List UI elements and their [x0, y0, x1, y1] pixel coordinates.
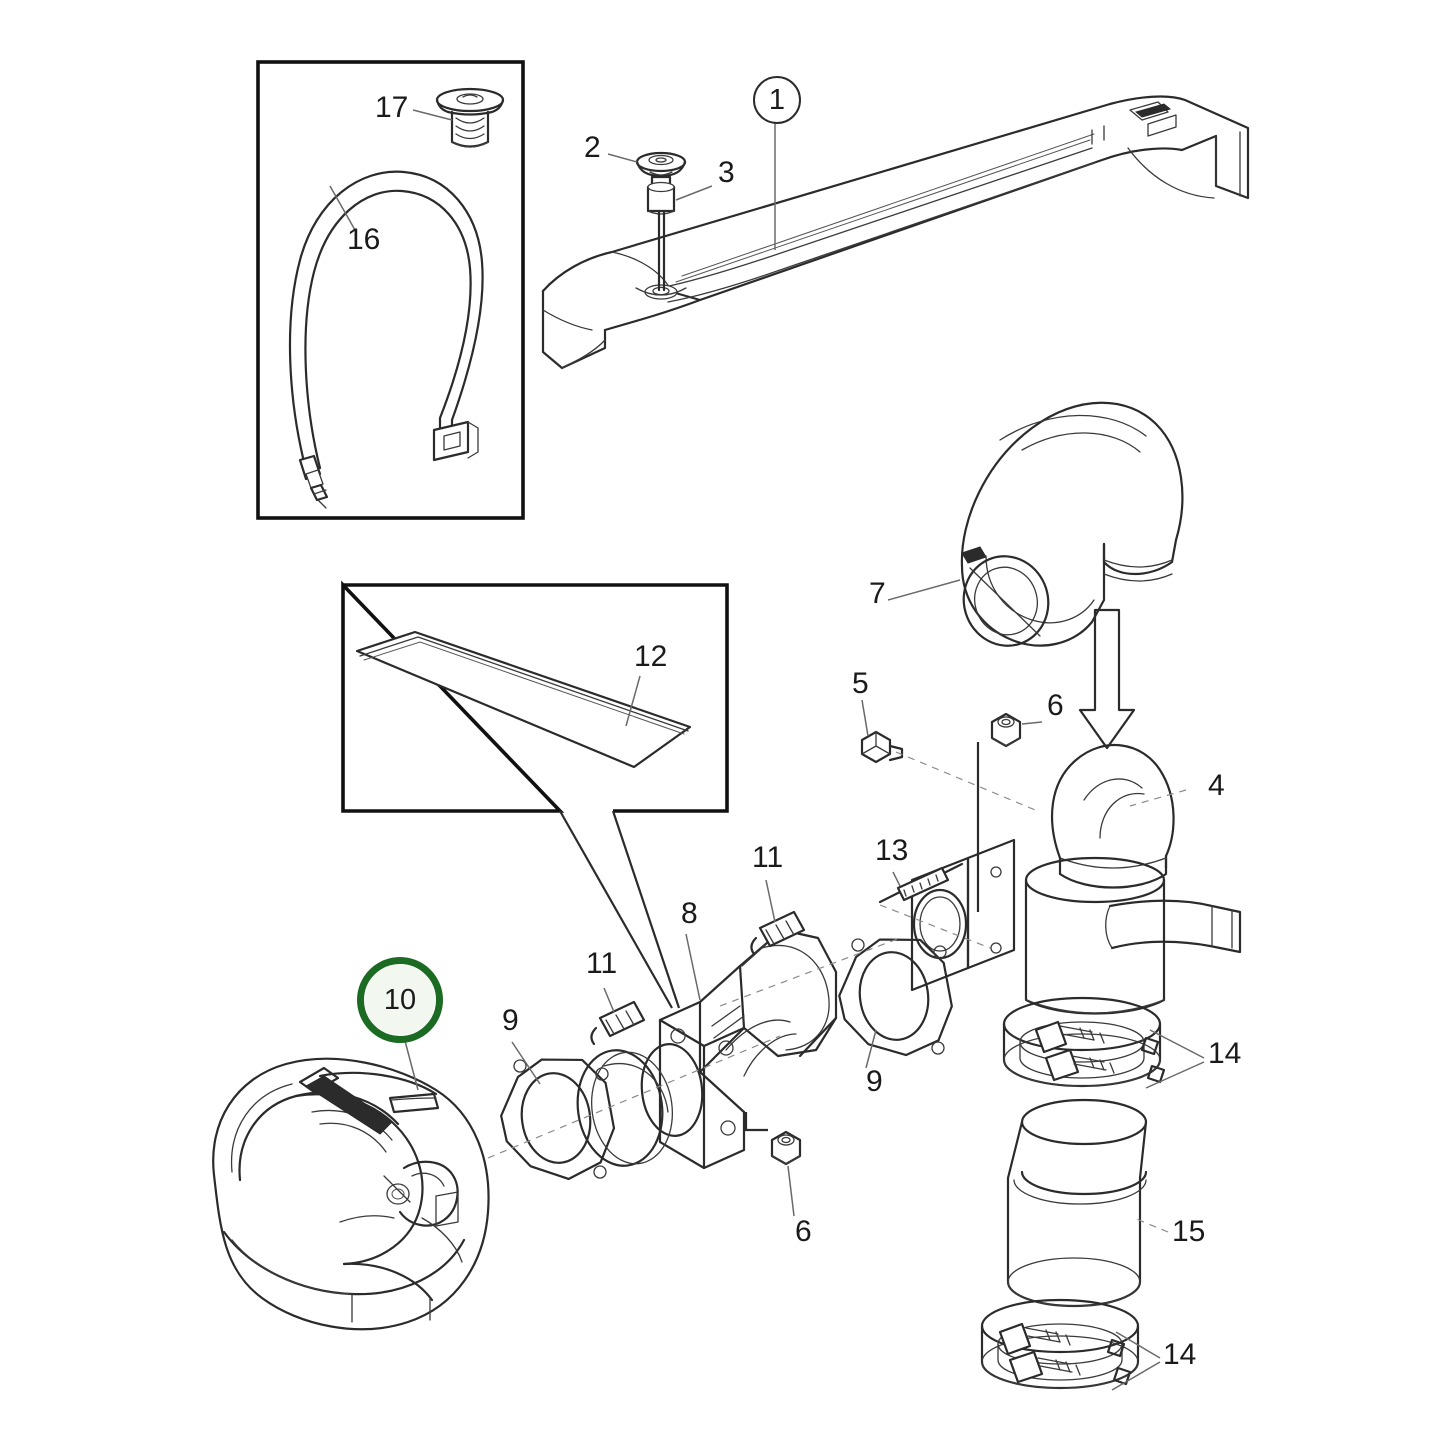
- part-5-bolt: [860, 730, 904, 764]
- callout-3[interactable]: 3: [718, 156, 735, 189]
- leader-5: [861, 699, 869, 737]
- part-9a-gasket-left: [500, 1058, 616, 1181]
- leader-13: [892, 871, 901, 887]
- callout-17[interactable]: 17: [375, 91, 409, 124]
- inset-box-top-left: [256, 60, 525, 520]
- callout-14-lower[interactable]: 14: [1163, 1338, 1197, 1371]
- callout-16[interactable]: 16: [347, 223, 381, 256]
- leader-14a-upper: [1149, 1029, 1205, 1059]
- part-10-housing-cover: [212, 1057, 490, 1331]
- callout-13[interactable]: 13: [875, 834, 909, 867]
- inset-2-pointer: [559, 810, 681, 1009]
- callout-8[interactable]: 8: [681, 897, 698, 930]
- part-4-elbow-duct: [910, 744, 1242, 1015]
- leader-6b: [787, 1165, 795, 1217]
- callout-14-upper[interactable]: 14: [1208, 1037, 1242, 1070]
- seal-ring-left: [576, 1049, 674, 1167]
- leader-11b: [765, 879, 776, 923]
- leader-12: [625, 675, 641, 727]
- part-14b-clamp-pair: [980, 1298, 1140, 1390]
- part-16-sensor-cable: [288, 170, 484, 509]
- assembly-axis-left: [487, 1035, 781, 1159]
- part-8-valve-body: [640, 928, 838, 1170]
- leader-7: [887, 579, 961, 601]
- callout-7[interactable]: 7: [869, 577, 886, 610]
- leader-14b-lower: [1111, 1361, 1161, 1391]
- leader-16: [329, 185, 356, 231]
- assembly-axis-right: [719, 937, 901, 1007]
- leader-6b-line: [744, 1112, 768, 1132]
- leader-4: [1129, 789, 1187, 807]
- part-1-intake-snorkel: [541, 95, 1250, 370]
- callout-11-lower[interactable]: 11: [586, 947, 618, 980]
- callout-6-upper[interactable]: 6: [1047, 689, 1064, 722]
- leader-6a: [1021, 721, 1043, 725]
- callout-4[interactable]: 4: [1208, 769, 1225, 802]
- leader-17: [412, 109, 453, 121]
- part-17-blanking-plug: [435, 87, 505, 148]
- leader-3: [675, 185, 713, 201]
- callout-12[interactable]: 12: [634, 640, 668, 673]
- leader-5-axis: [895, 751, 1041, 813]
- part-2-grommet-cap: [635, 151, 687, 178]
- callout-15[interactable]: 15: [1172, 1215, 1206, 1248]
- part-15-hose-sleeve: [1006, 1098, 1148, 1308]
- part-7-upper-elbow: [960, 401, 1184, 647]
- callout-6-lower[interactable]: 6: [795, 1215, 812, 1248]
- leader-14b-upper: [1115, 1331, 1161, 1359]
- inset-box-middle-left: [341, 580, 729, 813]
- assembly-arrow-down: [1078, 608, 1136, 750]
- callout-9-right[interactable]: 9: [866, 1065, 883, 1098]
- part-13-threaded-stud: [878, 862, 964, 904]
- callout-9-left[interactable]: 9: [502, 1004, 519, 1037]
- callout-5[interactable]: 5: [852, 667, 869, 700]
- part-11b-clip: [750, 910, 806, 956]
- part-6b-nut: [770, 1130, 802, 1166]
- leader-13-axis: [879, 904, 991, 949]
- leader-14a-lower: [1145, 1061, 1205, 1089]
- callout-2[interactable]: 2: [584, 131, 601, 164]
- leader-15: [1133, 1217, 1169, 1233]
- part-14a-clamp-pair: [1002, 996, 1166, 1088]
- cable-sensor-tip: [298, 454, 329, 509]
- callout-10-highlighted[interactable]: 10: [357, 957, 443, 1043]
- part-11a-clip: [590, 1000, 646, 1046]
- leader-8: [685, 933, 701, 1001]
- leader-2: [607, 153, 638, 163]
- cable-connector-right: [432, 420, 479, 462]
- part-12-sealing-strip: [355, 630, 692, 769]
- part-9b-gasket-right: [838, 938, 953, 1057]
- part-6a-nut: [990, 712, 1022, 748]
- leader-9a: [511, 1041, 541, 1085]
- callout-1[interactable]: 1: [753, 76, 801, 124]
- leader-9b: [865, 1029, 877, 1069]
- leader-11a: [603, 987, 615, 1013]
- part-3-bushing: [646, 175, 676, 292]
- callout-11-upper[interactable]: 11: [752, 841, 784, 874]
